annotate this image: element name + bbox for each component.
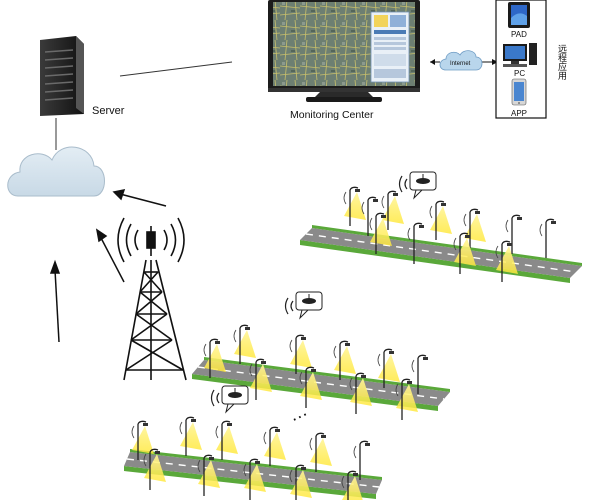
- street-lamp-icon: [143, 448, 166, 490]
- wireless-controller-icon: [295, 291, 323, 320]
- street-lamp-icon: [289, 464, 312, 500]
- street-lamp-icon: [361, 196, 378, 236]
- street-lamp-icon: [353, 440, 370, 480]
- street-lamp-icon: [131, 420, 154, 460]
- street-lamp-icon: [377, 348, 400, 388]
- street-lamp-icon: [309, 432, 332, 472]
- internet-link: Internet: [430, 50, 498, 71]
- street-lamp-icon: [289, 334, 312, 374]
- uplink-arrows: [49, 189, 167, 343]
- street-lamp-icon: [299, 366, 322, 408]
- smartphone-icon: [511, 78, 527, 106]
- street-lamp-icon: [369, 212, 392, 254]
- street-lamp-icon: [411, 354, 428, 394]
- road-segment-near: [124, 385, 382, 500]
- street-lamp-icon: [453, 232, 476, 274]
- street-lamp-icon: [333, 340, 356, 380]
- internet-label: Internet: [450, 61, 471, 67]
- street-lamp-icon: [179, 416, 202, 456]
- road-segment-far: [300, 171, 582, 283]
- server: Server: [40, 36, 125, 117]
- street-lamp-icon: [539, 218, 556, 258]
- street-lamp-icon: [243, 458, 266, 500]
- tablet-icon: [508, 2, 530, 28]
- street-lamp-icon: [233, 324, 256, 364]
- wireless-controller-icon: [221, 385, 249, 414]
- monitoring-center: Monitoring Center: [268, 0, 420, 121]
- street-lamp-icon: [197, 454, 220, 496]
- signal-waves-icon: [284, 297, 294, 315]
- street-lamp-icon: [381, 190, 404, 230]
- device-label-pc: PC: [514, 69, 525, 78]
- remote-apps-label: 远程应用: [557, 44, 567, 81]
- cloud-icon: [7, 146, 105, 197]
- desktop-pc-icon: [503, 43, 537, 67]
- device-label-pad: PAD: [511, 30, 527, 39]
- street-lamp-icon: [263, 426, 286, 466]
- road-segment-middle: [192, 291, 450, 420]
- street-lamp-icon: [505, 214, 522, 254]
- signal-waves-icon: [398, 175, 408, 193]
- street-lamp-icon: [249, 358, 272, 400]
- street-lamp-icon: [215, 420, 238, 460]
- roads: [124, 171, 582, 500]
- server-label: Server: [92, 105, 125, 117]
- wireless-controller-icon: [409, 171, 437, 200]
- street-lamp-icon: [407, 222, 424, 264]
- street-lamp-icon: [395, 378, 418, 420]
- monitor-icon: [268, 0, 420, 102]
- signal-waves-icon: [210, 389, 220, 407]
- server-icon: [40, 36, 84, 116]
- monitoring-center-label: Monitoring Center: [290, 109, 374, 121]
- street-lamp-icon: [349, 372, 372, 414]
- street-lamp-icon: [203, 338, 226, 378]
- cell-tower-icon: [117, 217, 187, 381]
- internet-cloud-icon: [439, 50, 483, 71]
- street-lamp-icon: [429, 200, 452, 240]
- street-lamp-icon: [495, 240, 518, 282]
- server-monitor-link: [119, 61, 233, 77]
- remote-devices-panel: PAD PC APP: [495, 0, 547, 119]
- device-label-app: APP: [511, 109, 527, 118]
- street-lamp-icon: [341, 470, 363, 500]
- street-lamp-icon: [343, 186, 366, 226]
